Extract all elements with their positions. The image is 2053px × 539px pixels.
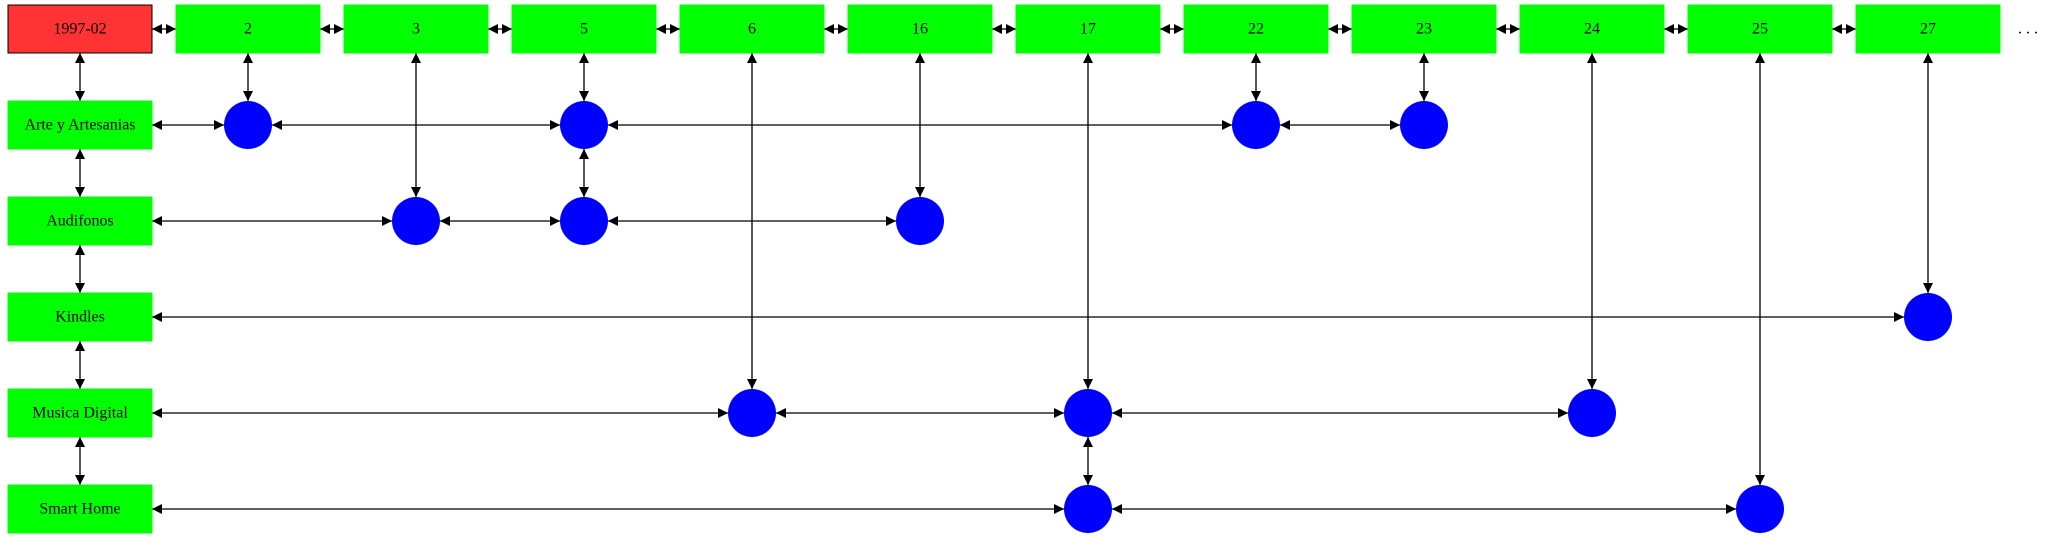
header-box	[7, 4, 153, 54]
node-r1-c5	[560, 101, 608, 149]
column-box-22	[1183, 4, 1329, 54]
row-box-r4	[7, 388, 153, 438]
row-label-r2: Audifonos	[46, 213, 114, 230]
column-label-25: 25	[1752, 21, 1768, 38]
node-r4-c6	[728, 389, 776, 437]
node-r3-c27	[1904, 293, 1952, 341]
column-label-17: 17	[1080, 21, 1096, 38]
column-label-2: 2	[244, 21, 252, 38]
column-label-16: 16	[912, 21, 928, 38]
column-box-17	[1015, 4, 1161, 54]
more-indicator: . . .	[2018, 21, 2038, 38]
row-box-r5	[7, 484, 153, 534]
column-box-24	[1519, 4, 1665, 54]
row-box-r3	[7, 292, 153, 342]
edges-layer	[75, 24, 1933, 514]
column-label-5: 5	[580, 21, 588, 38]
node-r2-c16	[896, 197, 944, 245]
node-r2-c3	[392, 197, 440, 245]
row-box-r2	[7, 196, 153, 246]
node-r4-c17	[1064, 389, 1112, 437]
column-box-5	[511, 4, 657, 54]
row-label-r4: Musica Digital	[32, 405, 128, 422]
node-r5-c17	[1064, 485, 1112, 533]
nodes-layer	[224, 101, 1952, 533]
column-box-27	[1855, 4, 2001, 54]
column-box-2	[175, 4, 321, 54]
node-r2-c5	[560, 197, 608, 245]
row-label-r3: Kindles	[55, 309, 105, 326]
node-r1-c23	[1400, 101, 1448, 149]
column-label-24: 24	[1584, 21, 1600, 38]
column-box-6	[679, 4, 825, 54]
column-box-25	[1687, 4, 1833, 54]
column-label-22: 22	[1248, 21, 1264, 38]
node-r5-c25	[1736, 485, 1784, 533]
column-box-16	[847, 4, 993, 54]
row-box-r1	[7, 100, 153, 150]
header-label: 1997-02	[53, 21, 106, 38]
column-label-6: 6	[748, 21, 756, 38]
node-r1-c22	[1232, 101, 1280, 149]
column-label-3: 3	[412, 21, 420, 38]
node-r1-c2	[224, 101, 272, 149]
column-box-3	[343, 4, 489, 54]
column-box-23	[1351, 4, 1497, 54]
row-label-r1: Arte y Artesanias	[24, 117, 135, 134]
column-label-27: 27	[1920, 21, 1936, 38]
node-r4-c24	[1568, 389, 1616, 437]
row-label-r5: Smart Home	[39, 501, 120, 518]
column-label-23: 23	[1416, 21, 1432, 38]
